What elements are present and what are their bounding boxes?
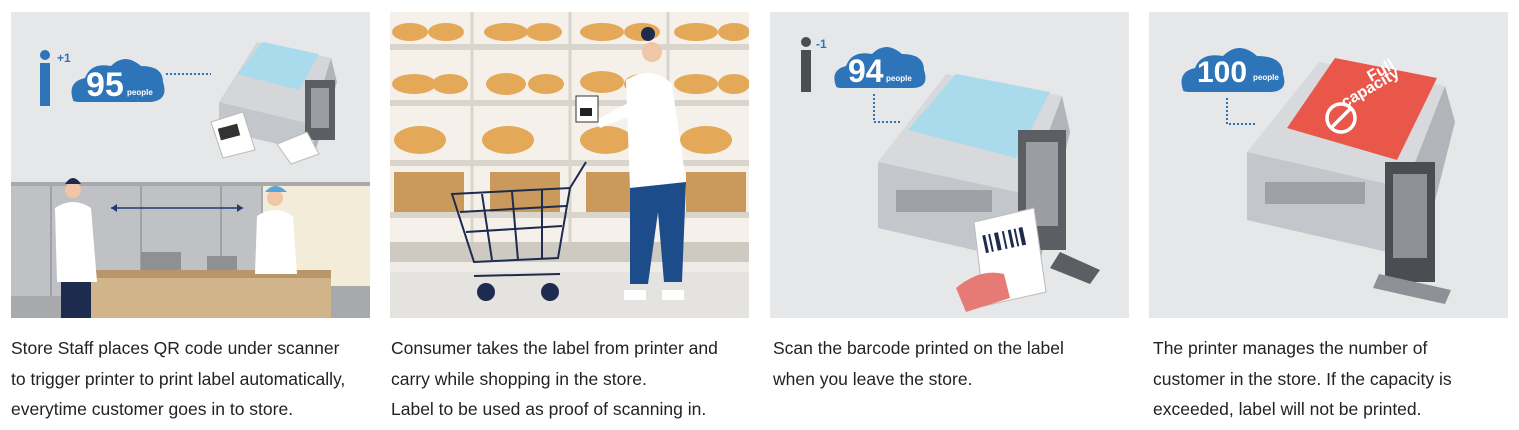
people-count: 100 xyxy=(1197,56,1247,89)
people-unit: people xyxy=(886,74,912,83)
illustration-full-capacity: 100 people Full capacity xyxy=(1149,12,1508,318)
staff-person-right xyxy=(255,186,297,274)
printer-image xyxy=(1247,58,1455,304)
cloud-icon xyxy=(834,47,926,88)
caption-step-4: The printer manages the number of custom… xyxy=(1153,333,1515,425)
printer-image xyxy=(878,74,1100,284)
caption-line: The printer manages the number of xyxy=(1153,338,1428,358)
caption-line: Store Staff places QR code under scanner xyxy=(11,338,340,358)
cloud-icon xyxy=(1181,48,1285,92)
illustration-staff-scanning: +1 95 people xyxy=(11,12,370,318)
caption-line: Label to be used as proof of scanning in… xyxy=(391,399,707,419)
caption-line: everytime customer goes in to store. xyxy=(11,399,294,419)
people-unit: people xyxy=(127,88,153,97)
illustration-shopping-consumer xyxy=(390,12,749,318)
shopping-cart-image xyxy=(450,161,587,277)
caption-line: exceeded, label will not be printed. xyxy=(1153,399,1422,419)
cloud-icon xyxy=(71,59,165,102)
count-change: -1 xyxy=(816,37,827,51)
caption-step-2: Consumer takes the label from printer an… xyxy=(391,333,753,425)
caption-step-3: Scan the barcode printed on the label wh… xyxy=(773,333,1135,394)
person-icon xyxy=(801,37,811,92)
people-count: 95 xyxy=(86,66,124,104)
caption-line: when you leave the store. xyxy=(773,368,973,389)
consumer-person xyxy=(575,27,686,300)
caption-line: customer in the store. If the capacity i… xyxy=(1153,368,1452,389)
bread-shelves xyxy=(390,12,749,262)
caption-line: Scan the barcode printed on the label xyxy=(773,338,1064,358)
caption-step-1: Store Staff places QR code under scanner… xyxy=(11,333,373,425)
caption-line: carry while shopping in the store. xyxy=(391,368,647,389)
hand-image xyxy=(956,272,1010,312)
illustration-scan-leaving: -1 94 people xyxy=(770,12,1129,318)
printer-image xyxy=(210,42,337,165)
people-count: 94 xyxy=(848,53,884,89)
caption-line: Consumer takes the label from printer an… xyxy=(391,338,718,358)
person-icon xyxy=(40,50,50,106)
staff-person-left xyxy=(55,178,97,318)
prohibited-icon xyxy=(1325,102,1357,134)
count-change: +1 xyxy=(57,51,71,65)
people-unit: people xyxy=(1253,73,1279,82)
caption-line: to trigger printer to print label automa… xyxy=(11,368,346,389)
